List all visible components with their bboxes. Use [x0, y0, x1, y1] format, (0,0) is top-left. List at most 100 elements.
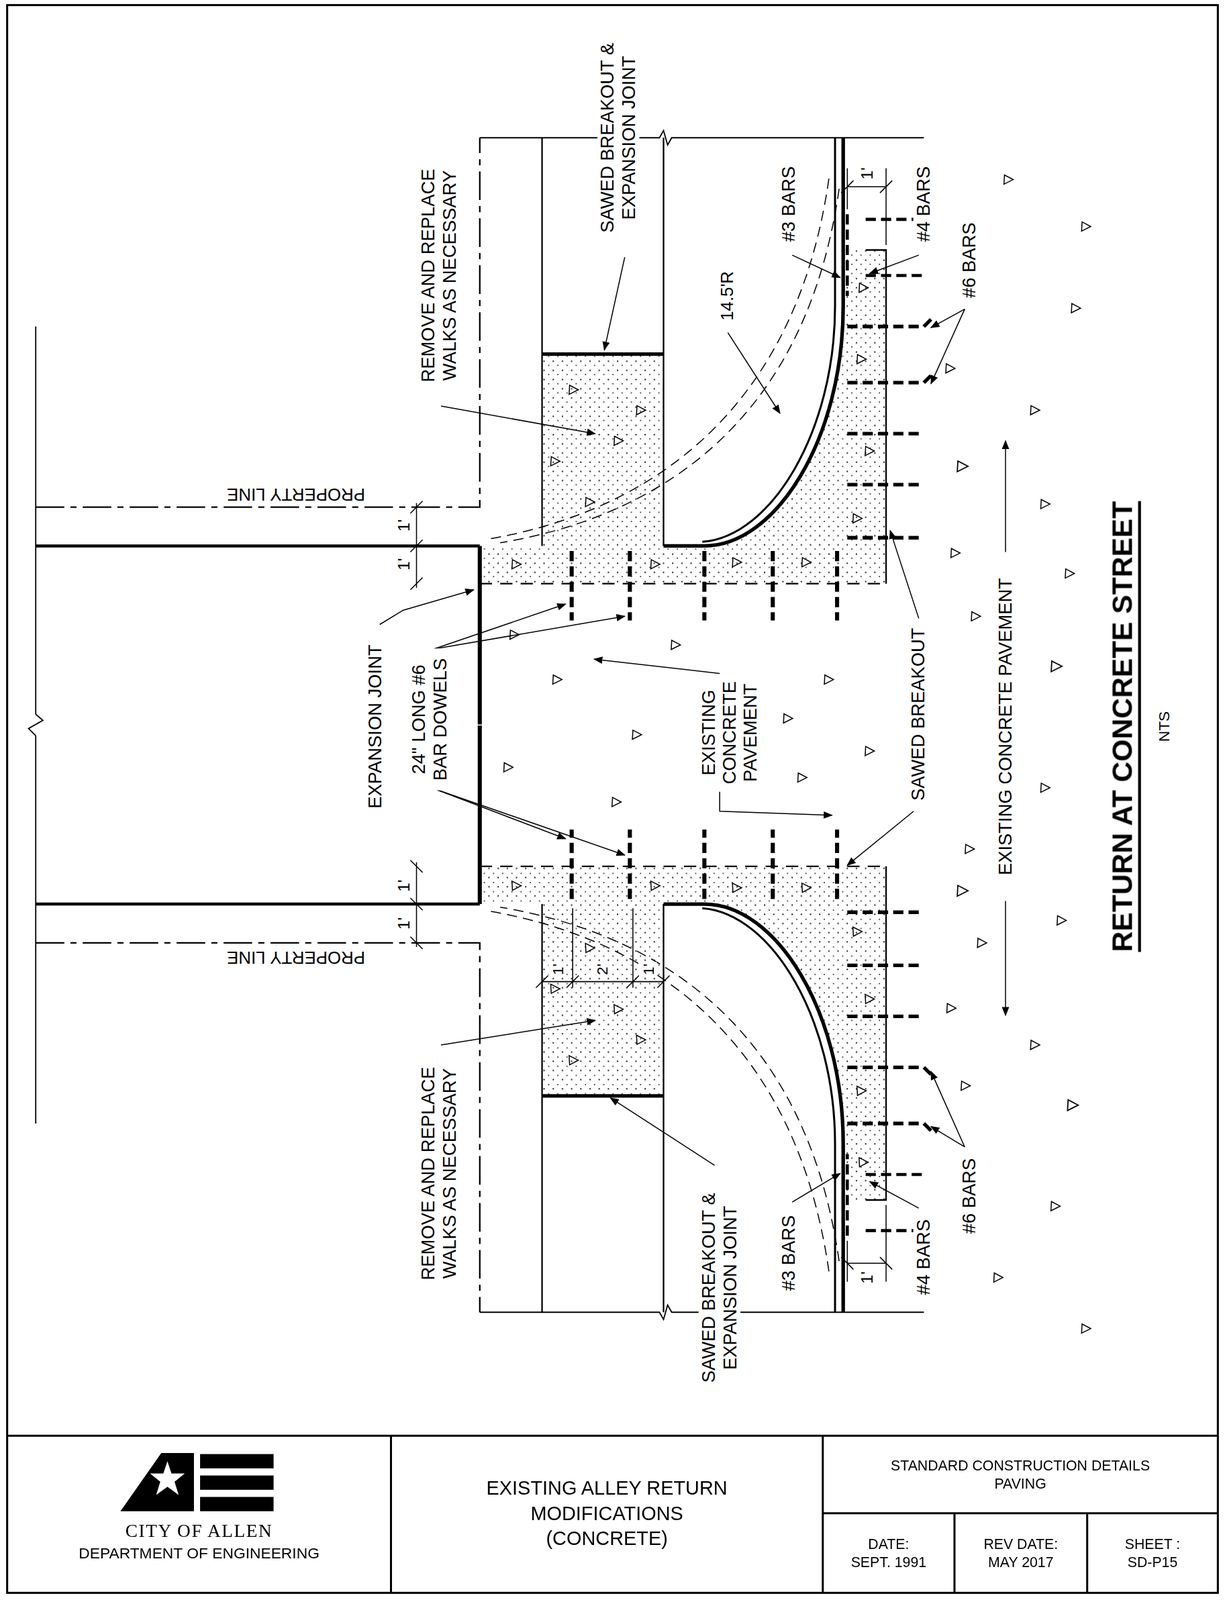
drawing-title: RETURN AT CONCRETE STREET — [1106, 499, 1140, 955]
note-label: SAWED BREAKOUT & EXPANSION JOINT — [597, 18, 640, 258]
leader-line — [719, 792, 832, 816]
title-block-text: EXISTING ALLEY RETURN MODIFICATIONS (CON… — [479, 1476, 735, 1553]
series-cell: STANDARD CONSTRUCTION DETAILS PAVING — [824, 1437, 1216, 1511]
leader-line — [436, 790, 625, 856]
return-bottom — [35, 725, 931, 1320]
aggregate-triangle — [612, 797, 622, 807]
leader-line — [433, 604, 566, 650]
bar-callout: #3 BARS — [778, 1213, 800, 1294]
title-block-text: STANDARD CONSTRUCTION DETAILS PAVING — [872, 1455, 1169, 1493]
leader-line — [890, 530, 919, 619]
return-top — [35, 130, 931, 725]
aggregate-triangle — [1081, 222, 1091, 232]
aggregate-triangle — [945, 363, 956, 374]
aggregate-triangle — [671, 640, 681, 650]
aggregate-triangle — [957, 885, 968, 897]
aggregate-triangle — [553, 675, 563, 685]
dimension: 1' — [639, 961, 658, 978]
leader-line — [931, 309, 965, 384]
logo-bar — [200, 1476, 274, 1491]
dimension: 1' — [394, 556, 414, 573]
aggregate-triangle — [1040, 783, 1050, 793]
aggregate-triangle — [783, 714, 793, 724]
dimension: 1' — [858, 1269, 878, 1286]
leader-line — [436, 790, 566, 840]
title-block-text: CITY OF ALLEN — [125, 1519, 273, 1544]
aggregate-triangle — [1071, 303, 1081, 313]
leader-line — [869, 1182, 919, 1209]
dimension: 1' — [394, 915, 414, 932]
dimension: 1' — [394, 877, 414, 895]
bar-callout: #3 BARS — [778, 164, 800, 245]
aggregate-triangle — [1057, 916, 1067, 926]
aggregate-triangle — [977, 938, 987, 948]
aggregate-triangle — [632, 730, 642, 740]
aggregate-triangle — [1051, 1201, 1061, 1211]
sheet-title-cell: EXISTING ALLEY RETURN MODIFICATIONS (CON… — [393, 1437, 821, 1591]
note-label: REMOVE AND REPLACE WALKS AS NECESSARY — [417, 1049, 460, 1299]
aggregate-triangle — [1051, 661, 1062, 672]
note-label: 24" LONG #6 BAR DOWELS — [408, 648, 452, 791]
note-label: EXPANSION JOINT — [365, 642, 386, 811]
aggregate-triangle — [1065, 569, 1075, 579]
aggregate-triangle — [994, 1273, 1004, 1283]
sheet-border — [7, 5, 1219, 1594]
aggregate-triangle — [1067, 1100, 1078, 1111]
aggregate-triangle — [951, 548, 961, 558]
title-block-grid — [7, 1435, 1219, 1593]
note-label: SAWED BREAKOUT — [908, 625, 929, 803]
dimension: 1' — [394, 517, 414, 534]
dimension: 1' — [858, 165, 878, 182]
note-label: EXISTING CONCRETE PAVEMENT — [698, 674, 762, 791]
dimension-line — [535, 908, 670, 989]
date-cell: DATE: SEPT. 1991 — [824, 1515, 953, 1592]
aggregate-triangle — [1030, 1040, 1040, 1050]
aggregate-triangle — [798, 773, 808, 783]
radius-dimension: 14.5'R — [717, 269, 738, 323]
property-line-label: PROPERTY LINE — [224, 947, 368, 968]
aggregate-triangle — [865, 746, 875, 756]
aggregate — [504, 175, 1091, 1334]
leader-line — [792, 1173, 840, 1203]
property-line-label: PROPERTY LINE — [224, 483, 368, 505]
aggregate-triangle — [510, 630, 520, 640]
leader-line — [441, 1020, 596, 1045]
bar-callout: #4 BARS — [913, 164, 935, 245]
leader-line — [441, 406, 596, 434]
aggregate-triangle — [1030, 405, 1040, 415]
leader-line — [594, 659, 720, 674]
agency-cell: CITY OF ALLENDEPARTMENT OF ENGINEERING — [9, 1437, 390, 1591]
leader-line — [610, 1098, 715, 1166]
leader-line — [1004, 441, 1007, 553]
leader-lines — [379, 255, 1006, 1209]
leader-line — [792, 255, 840, 278]
title-block-text: SHEET : SD-P15 — [1119, 1534, 1185, 1572]
aggregate-triangle — [1040, 499, 1050, 509]
title-block-text: DEPARTMENT OF ENGINEERING — [78, 1543, 320, 1564]
dimension: 2' — [593, 961, 611, 978]
scale-note: NTS — [1155, 709, 1173, 745]
leader-line — [931, 309, 965, 328]
logo-bar — [200, 1454, 274, 1469]
leader-line — [727, 332, 780, 414]
bar-callout: #6 BARS — [959, 220, 980, 301]
aggregate-triangle — [971, 611, 981, 621]
title-block-text: DATE: SEPT. 1991 — [847, 1534, 930, 1572]
sheet-number-cell: SHEET : SD-P15 — [1089, 1515, 1217, 1592]
note-label: REMOVE AND REPLACE WALKS AS NECESSARY — [417, 151, 460, 401]
aggregate-triangle — [965, 844, 975, 854]
rev-date-cell: REV DATE: MAY 2017 — [956, 1515, 1086, 1592]
logo-bar — [200, 1496, 274, 1511]
leader-line — [847, 811, 914, 866]
bar-callout: #6 BARS — [959, 1156, 980, 1237]
leader-line — [379, 590, 474, 625]
leader-line — [869, 255, 919, 274]
aggregate-triangle — [961, 1081, 971, 1091]
logo-star — [150, 1461, 186, 1495]
aggregate-triangle — [1081, 1324, 1091, 1334]
bar-callout: #4 BARS — [913, 1217, 935, 1298]
note-label: EXISTING CONCRETE PAVEMENT — [994, 575, 1016, 878]
city-logo — [120, 1453, 274, 1512]
leader-line — [604, 257, 625, 350]
